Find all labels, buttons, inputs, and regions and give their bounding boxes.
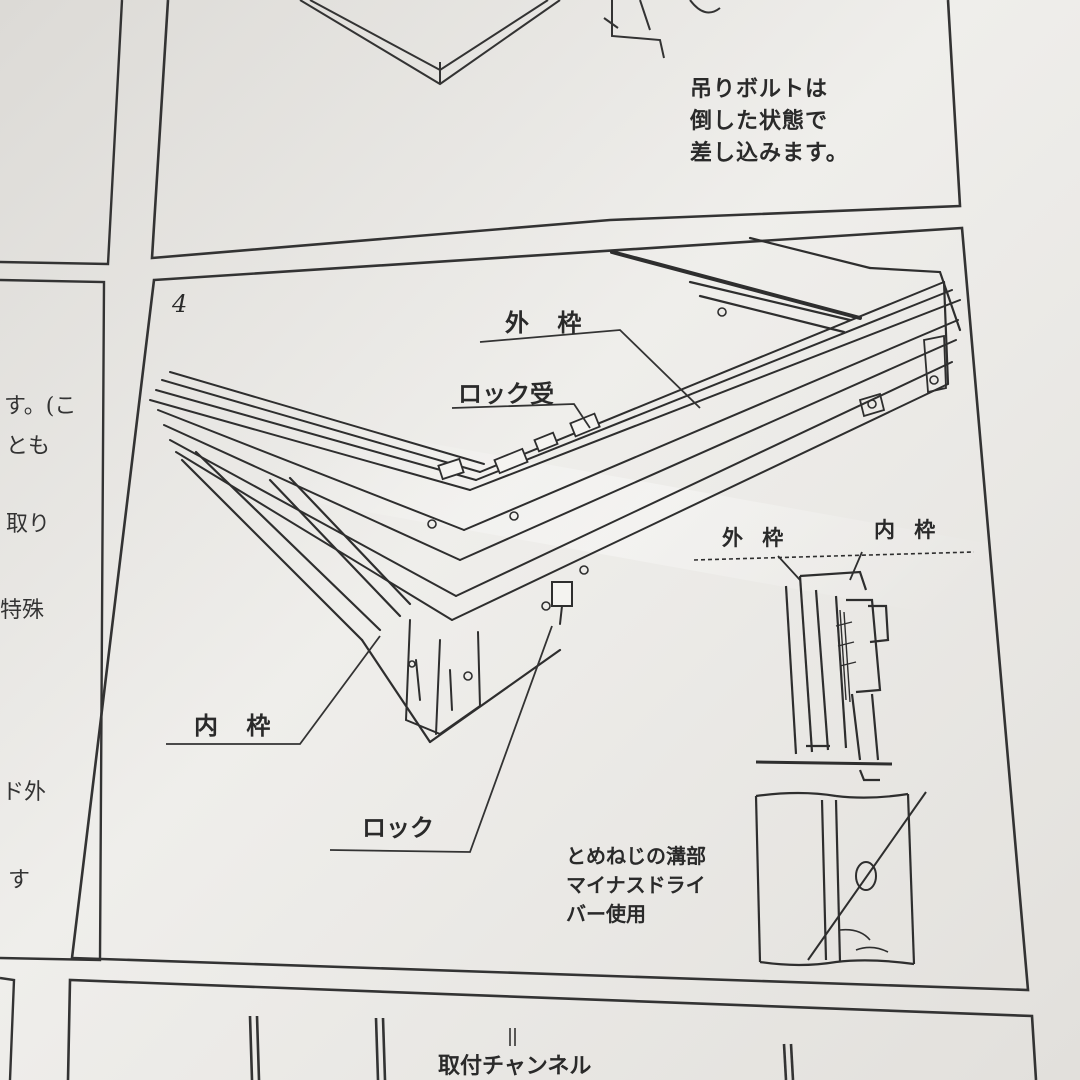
left-column-panels xyxy=(0,0,124,1080)
detail-outer-frame-label: 外 枠 xyxy=(722,526,790,550)
leader-lines xyxy=(166,329,701,853)
bottom-panel xyxy=(66,978,1038,1080)
text-fragment: す。(こ xyxy=(4,394,77,419)
cross-section-detail xyxy=(693,551,975,782)
note-line: 吊りボルトは xyxy=(690,77,829,102)
outer-frame-label: 外 枠 xyxy=(505,309,592,337)
left-column-text: す。(こ とも 取り 特殊 ド外 す xyxy=(0,0,110,1080)
note-line: 差し込みます。 xyxy=(690,141,849,166)
note-line: マイナスドライ xyxy=(566,873,706,897)
top-panel xyxy=(150,0,962,260)
note-line: 倒した状態で xyxy=(690,109,829,134)
detail-inner-frame-label: 内 枠 xyxy=(874,518,942,542)
note-line: バー使用 xyxy=(566,902,646,926)
screw-slot-detail xyxy=(754,791,927,967)
frame-corner-illustration xyxy=(149,236,962,744)
paper-fold-highlight xyxy=(300,420,1080,640)
top-panel-border xyxy=(150,0,962,260)
screw-slot-note: とめねじの溝部 マイナスドライ バー使用 xyxy=(566,842,706,929)
mounting-channel-label: 取付チャンネル xyxy=(438,1054,592,1079)
text-fragment: 特殊 xyxy=(0,598,45,623)
text-fragment: ド外 xyxy=(2,780,47,805)
text-fragment: とも xyxy=(6,434,51,459)
top-panel-note: 吊りボルトは 倒した状態で 差し込みます。 xyxy=(690,74,849,170)
panel-4-border xyxy=(70,226,1030,992)
step-number: 4 xyxy=(172,290,188,318)
text-fragment: 取り xyxy=(6,512,51,537)
lock-label: ロック xyxy=(362,814,434,842)
text-fragment: す xyxy=(8,868,31,893)
lock-receiver-label: ロック受 xyxy=(458,380,554,408)
top-panel-sketch xyxy=(299,0,721,86)
inner-frame-label: 内 枠 xyxy=(194,712,281,740)
note-line: とめねじの溝部 xyxy=(566,844,706,868)
